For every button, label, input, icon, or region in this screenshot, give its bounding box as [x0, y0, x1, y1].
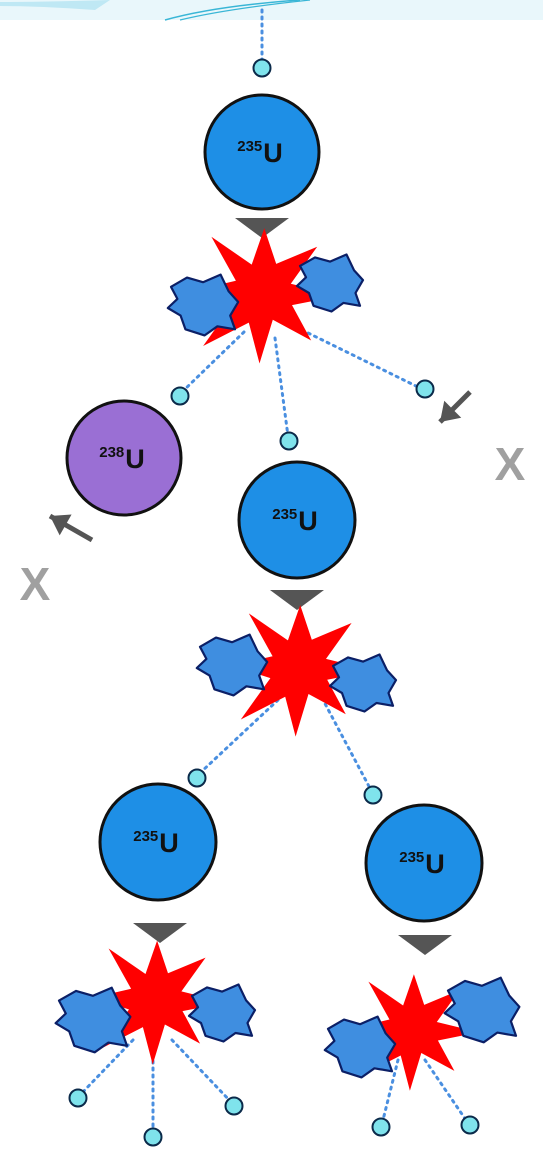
fission-burst-icon: [193, 228, 340, 364]
top-banner: [0, 0, 543, 21]
element-symbol: U: [125, 444, 145, 474]
nucleus-body: [237, 460, 357, 580]
neutron-icon: [143, 1127, 163, 1147]
fission-fragment-icon: [195, 633, 269, 697]
neutron-paths: [78, 8, 470, 1136]
fission-fragment-icon: [295, 253, 365, 313]
deflect-arrow-icon: [50, 514, 72, 536]
nucleus-label: 235U: [399, 849, 445, 879]
nucleus-label: 235U: [133, 828, 179, 858]
neutron-path: [170, 1038, 234, 1105]
nucleus-label: 235U: [237, 138, 283, 168]
arrow-down-icon: [270, 590, 324, 610]
arrows: [48, 218, 472, 955]
mass-number: 235: [399, 849, 424, 866]
fission-events: [54, 228, 521, 1091]
blocked-marks: XX: [20, 438, 526, 610]
neutron-path: [273, 336, 290, 438]
fission-fragment-icon: [323, 1015, 397, 1079]
element-symbol: U: [425, 849, 445, 879]
nucleus-u235: 235U: [364, 803, 484, 923]
nucleus-body: [98, 782, 218, 902]
nucleus-label: 238U: [99, 444, 145, 474]
element-symbol: U: [263, 138, 283, 168]
neutron-path: [423, 1058, 470, 1125]
neutron-icon: [224, 1096, 244, 1116]
neutron-path: [78, 1038, 135, 1097]
nucleus-u235: 235U: [98, 782, 218, 902]
nucleus-u235: 235U: [203, 93, 321, 211]
neutron-path: [180, 330, 246, 394]
neutron-icon: [363, 785, 383, 805]
fission-burst-icon: [92, 940, 227, 1065]
blocked-x-mark: X: [20, 558, 51, 610]
neutron-path: [380, 1058, 400, 1126]
neutron-icon: [68, 1088, 88, 1108]
mass-number: 235: [133, 828, 158, 845]
neutron-icon: [170, 386, 190, 406]
neutrons: [68, 58, 480, 1147]
mass-number: 235: [237, 138, 262, 155]
nucleus-u235: 235U: [237, 460, 357, 580]
neutron-icon: [187, 768, 207, 788]
element-symbol: U: [298, 506, 318, 536]
top-banner-fill: [0, 0, 543, 20]
arrow-down-icon: [235, 218, 289, 238]
neutron-icon: [279, 431, 299, 451]
fission-burst-icon: [231, 605, 374, 737]
fission-fragment-icon: [166, 273, 240, 337]
banner-swoosh: [0, 0, 110, 10]
neutron-path: [300, 328, 422, 390]
element-symbol: U: [159, 828, 179, 858]
neutron-path: [198, 698, 280, 775]
neutron-icon: [371, 1117, 391, 1137]
nucleus-body: [65, 399, 183, 517]
blocked-x-mark: X: [495, 438, 526, 490]
nucleus-body: [203, 93, 321, 211]
nucleus-u238: 238U: [65, 399, 183, 517]
nucleus-label: 235U: [272, 506, 318, 536]
neutron-icon: [415, 379, 435, 399]
neutron-icon: [460, 1115, 480, 1135]
neutron-icon: [252, 58, 272, 78]
banner-curve: [164, 0, 301, 21]
arrow-down-icon: [398, 935, 452, 955]
fission-fragment-icon: [443, 976, 521, 1044]
fission-fragment-icon: [328, 653, 398, 713]
mass-number: 238: [99, 444, 124, 461]
fission-fragment-icon: [187, 983, 257, 1043]
deflect-arrow-icon: [440, 400, 462, 422]
arrow-down-icon: [133, 923, 187, 943]
fission-fragment-icon: [54, 986, 132, 1054]
mass-number: 235: [272, 506, 297, 523]
nucleus-body: [364, 803, 484, 923]
banner-curve: [179, 0, 311, 21]
